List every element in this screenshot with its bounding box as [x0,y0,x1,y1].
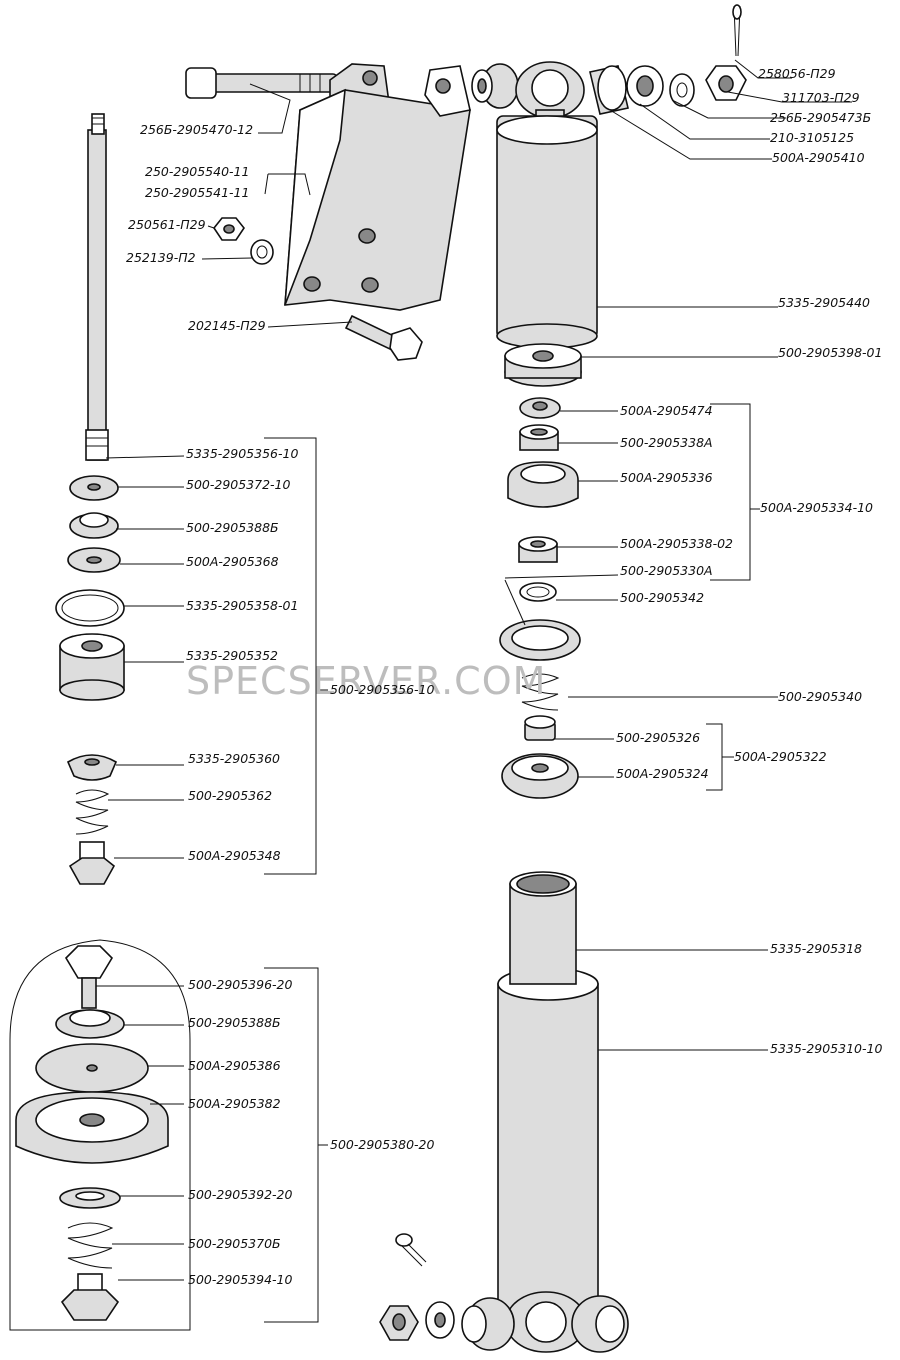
shock-casing-5335-2905440 [496,115,598,349]
disc-500a-2905324 [501,753,579,799]
part-label: 500А-2905336 [620,470,713,485]
castle-nut-bottom [379,1305,419,1341]
part-label: 500-2905388Б [186,520,279,535]
part-label: 500-2905392-20 [188,1187,293,1202]
part-label: 210-3105125 [770,130,854,145]
part-label: 500-2905380-20 [330,1137,435,1152]
spring-500-2905340 [521,673,560,711]
nut-250561 [213,217,245,241]
castle-nut-top [705,65,747,101]
bolt-202145 [344,314,423,361]
part-label: 500-2905398-01 [778,345,882,360]
part-label: 5335-2905360 [188,751,280,766]
part-label: 5335-2905352 [186,648,278,663]
disc-500a-2905368 [67,547,121,573]
part-label: 500-2905342 [620,590,704,605]
part-label: 256Б-2905473Б [770,110,871,125]
bushing-256b [626,65,664,107]
piston-5335-2905352 [59,633,125,701]
part-label: 256Б-2905470-12 [140,122,253,137]
washer-311703 [669,73,695,107]
part-label: 250-2905541-11 [145,185,249,200]
cotter-pin-bottom [395,1233,427,1267]
part-label: 258056-П29 [758,66,836,81]
part-label: 500А-2905334-10 [760,500,873,515]
part-label: 500А-2905474 [620,403,713,418]
part-labels: 258056-П29 311703-П29 256Б-2905473Б 210-… [126,66,882,1287]
part-label: 5335-2905356-10 [186,446,298,461]
ring-500-2905342 [519,582,557,602]
part-label: 500А-2905322 [734,749,827,764]
watermark: SPECSERVER.COM [186,659,546,703]
bushing-500a-2905338-02 [518,536,558,563]
shock-top-eye [515,61,585,125]
part-label: 250561-П29 [128,217,206,232]
rubber-bushing-bottom-right [571,1295,629,1353]
leader-lines [96,59,852,1323]
reservoir-tube-5335-2905310 [497,967,599,1315]
rubber-bushing-top-right [589,65,629,115]
part-label: 500-2905326 [616,730,700,745]
disc-500a-2905386 [35,1043,149,1093]
washer-bottom [425,1301,455,1339]
part-label: 5335-2905310-10 [770,1041,882,1056]
spring-500-2905362 [75,789,110,835]
part-label: 500-2905370Б [188,1236,281,1251]
plate-500-2905398 [504,343,582,387]
washer-500-2905372 [69,475,119,501]
cotter-pin-top [732,4,742,57]
part-label: 500-2905362 [188,788,272,803]
part-label: 5335-2905358-01 [186,598,298,613]
bolt-256b [185,67,338,99]
bushing-500-2905338a [519,424,559,451]
part-label: 500-2905340 [778,689,862,704]
part-label: 500-2905372-10 [186,477,291,492]
rubber-bushing-bottom-left [461,1297,515,1351]
nut-500a-2905348 [68,841,116,885]
part-label: 500-2905338А [620,435,713,450]
housing-500a-2905382 [15,1091,169,1164]
part-label: 500А-2905368 [186,554,279,569]
washer-252139 [250,239,274,265]
part-label: 500-2905388Б [188,1015,281,1030]
part-label: 250-2905540-11 [145,164,249,179]
bracket [284,63,471,311]
valve-body-500a-2905336 [507,461,579,508]
rubber-bushing-top-left [471,63,519,109]
valve-assembly-frame [9,939,191,1331]
ring-5335-2905358 [55,589,125,627]
working-cylinder-5335-2905318 [509,871,577,985]
spring-washer-500-2905388b [69,512,119,539]
part-label: 500-2905396-20 [188,977,293,992]
part-label: 500-2905330А [620,563,713,578]
part-label: 500-2905394-10 [188,1272,293,1287]
part-label: 311703-П29 [782,90,860,105]
part-label: 5335-2905440 [778,295,870,310]
rod-5335-2905356 [85,113,109,461]
part-label: 500А-2905348 [188,848,281,863]
cap-500-2905326 [524,715,556,741]
washer-500-2905392 [59,1187,121,1209]
part-label: 500А-2905386 [188,1058,281,1073]
washer-500-2905330a [499,619,581,661]
shock-bottom-eye [505,1291,587,1353]
washer-500a-2905474 [519,397,561,419]
nut-500-2905394 [60,1273,120,1321]
part-label: 500-2905356-10 [330,682,435,697]
bolt-500-2905396 [64,945,114,1009]
part-label: 252139-П2 [126,250,196,265]
part-label: 500А-2905410 [772,150,865,165]
part-label: 5335-2905318 [770,941,862,956]
spring-washer-500-2905388b-2 [55,1009,125,1039]
spring-500-2905370b [67,1222,114,1269]
part-label: 500А-2905324 [616,766,709,781]
part-label: 500А-2905382 [188,1096,281,1111]
part-label: 202145-П29 [188,318,266,333]
part-label: 500А-2905338-02 [620,536,733,551]
cup-5335-2905360 [66,754,118,781]
